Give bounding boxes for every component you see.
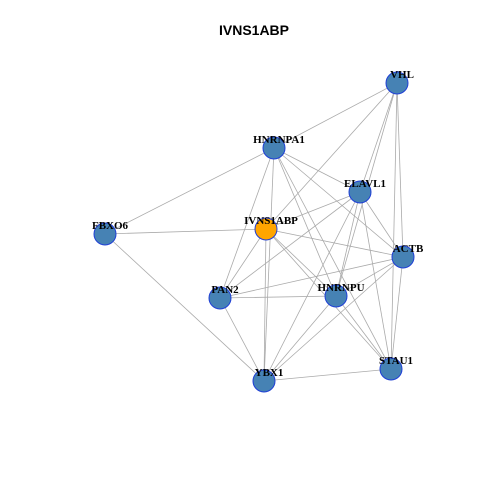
edge-ivns1abp-pan2 — [219, 228, 267, 299]
edge-hnrnpu-stau1 — [335, 295, 392, 370]
node-label-hnrnpu: HNRNPU — [317, 282, 364, 294]
edge-vhl-actb — [396, 82, 404, 258]
edge-stau1-ybx1 — [263, 368, 392, 382]
node-ybx1 — [252, 369, 276, 393]
edge-hnrnpa1-ybx1 — [263, 147, 275, 382]
edge-pan2-ybx1 — [219, 297, 265, 382]
node-label-actb: ACTB — [393, 243, 424, 255]
edge-ivns1abp-fbxo6 — [104, 228, 267, 235]
node-label-vhl: VHL — [390, 69, 414, 81]
edge-ivns1abp-actb — [265, 228, 404, 258]
edge-actb-stau1 — [390, 256, 404, 370]
edge-ivns1abp-hnrnpu — [265, 228, 337, 297]
edge-pan2-hnrnpu — [219, 295, 337, 299]
edge-vhl-elavl1 — [359, 82, 398, 193]
edge-hnrnpa1-actb — [273, 147, 404, 258]
node-elavl1 — [348, 180, 372, 204]
edge-hnrnpa1-fbxo6 — [104, 147, 275, 235]
edge-layer — [104, 82, 404, 382]
node-label-stau1: STAU1 — [379, 355, 413, 367]
node-label-elavl1: ELAVL1 — [344, 178, 386, 190]
node-label-ivns1abp: IVNS1ABP — [244, 215, 298, 227]
node-vhl — [385, 71, 409, 95]
edge-vhl-hnrnpa1 — [273, 82, 398, 149]
node-layer — [93, 71, 415, 393]
edge-elavl1-ybx1 — [263, 191, 361, 382]
edge-elavl1-actb — [359, 191, 404, 258]
node-label-pan2: PAN2 — [211, 284, 239, 296]
edge-ivns1abp-ybx1 — [263, 228, 267, 382]
node-label-hnrnpa1: HNRNPA1 — [253, 134, 305, 146]
edge-hnrnpa1-pan2 — [219, 147, 275, 299]
edge-hnrnpa1-hnrnpu — [273, 147, 337, 297]
edge-hnrnpa1-elavl1 — [273, 147, 361, 193]
node-stau1 — [379, 357, 403, 381]
edge-elavl1-pan2 — [219, 191, 361, 299]
node-hnrnpu — [324, 284, 348, 308]
edge-vhl-ivns1abp — [265, 82, 398, 230]
node-actb — [391, 245, 415, 269]
edge-elavl1-hnrnpu — [335, 191, 361, 297]
node-fbxo6 — [93, 222, 117, 246]
node-ivns1abp — [254, 217, 278, 241]
node-pan2 — [208, 286, 232, 310]
edge-vhl-stau1 — [390, 82, 398, 370]
edge-actb-pan2 — [219, 256, 404, 299]
node-hnrnpa1 — [262, 136, 286, 160]
edge-fbxo6-ybx1 — [104, 233, 265, 382]
edge-elavl1-ivns1abp — [265, 191, 361, 230]
node-label-ybx1: YBX1 — [255, 367, 284, 379]
edge-actb-ybx1 — [263, 256, 404, 382]
edge-hnrnpu-ybx1 — [263, 295, 337, 382]
edge-actb-hnrnpu — [335, 256, 404, 297]
node-label-fbxo6: FBXO6 — [92, 220, 129, 232]
graph-title: IVNS1ABP — [219, 22, 289, 38]
edge-elavl1-stau1 — [359, 191, 392, 370]
edge-hnrnpa1-stau1 — [273, 147, 392, 370]
